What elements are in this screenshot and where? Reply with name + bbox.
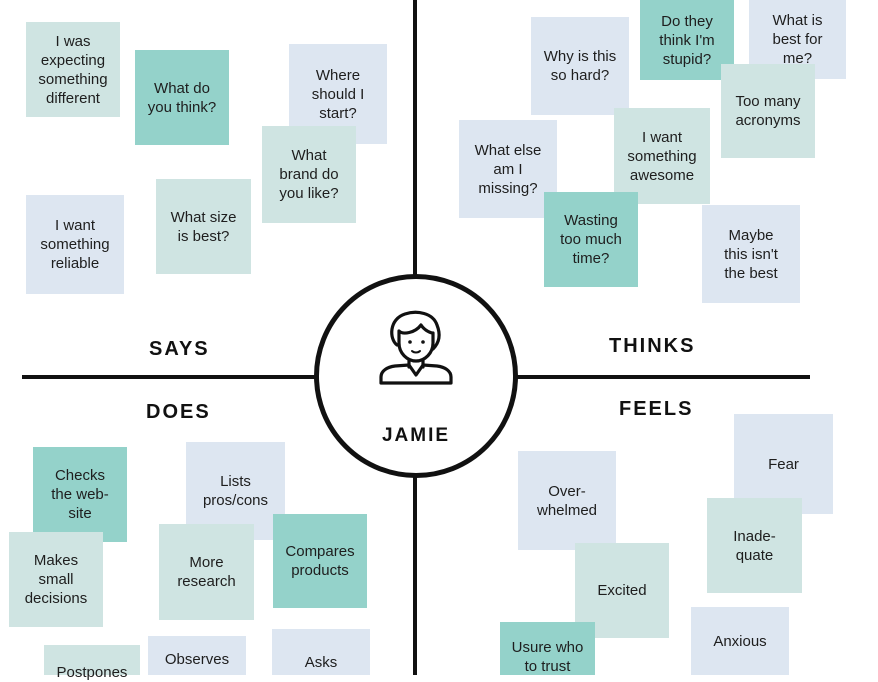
sticky-note: What brand do you like? <box>262 126 356 223</box>
vertical-axis-bottom <box>413 476 417 675</box>
sticky-note: What else am I missing? <box>459 120 557 218</box>
says-label: SAYS <box>149 338 210 360</box>
sticky-note: Checks the web- site <box>33 447 127 542</box>
does-label: DOES <box>146 401 211 423</box>
horizontal-axis-right <box>516 375 810 379</box>
sticky-note: Asks <box>272 629 370 675</box>
thinks-label: THINKS <box>609 335 696 357</box>
vertical-axis-top <box>413 0 417 276</box>
sticky-note: Makes small decisions <box>9 532 103 627</box>
sticky-note: Why is this so hard? <box>531 17 629 115</box>
sticky-note: Compares products <box>273 514 367 608</box>
sticky-note: Lists pros/cons <box>186 442 285 540</box>
sticky-note: Do they think I'm stupid? <box>640 0 734 80</box>
person-icon <box>379 310 453 385</box>
sticky-note: Over- whelmed <box>518 451 616 550</box>
feels-label: FEELS <box>619 398 694 420</box>
sticky-note: I want something awesome <box>614 108 710 204</box>
persona-circle: JAMIE <box>314 274 518 478</box>
sticky-note: What do you think? <box>135 50 229 145</box>
sticky-note: Anxious <box>691 607 789 675</box>
sticky-note: Too many acronyms <box>721 64 815 158</box>
sticky-note: Fear <box>734 414 833 514</box>
sticky-note: More research <box>159 524 254 620</box>
horizontal-axis-left <box>22 375 316 379</box>
sticky-note: Wasting too much time? <box>544 192 638 287</box>
sticky-note: Usure who to trust <box>500 622 595 675</box>
sticky-note: Observes <box>148 636 246 675</box>
sticky-note: What size is best? <box>156 179 251 274</box>
sticky-note: Inade- quate <box>707 498 802 593</box>
sticky-note: I was expecting something different <box>26 22 120 117</box>
sticky-note: Maybe this isn't the best <box>702 205 800 303</box>
sticky-note: I want something reliable <box>26 195 124 294</box>
persona-name: JAMIE <box>381 425 451 446</box>
sticky-note: Postpones <box>44 645 140 681</box>
